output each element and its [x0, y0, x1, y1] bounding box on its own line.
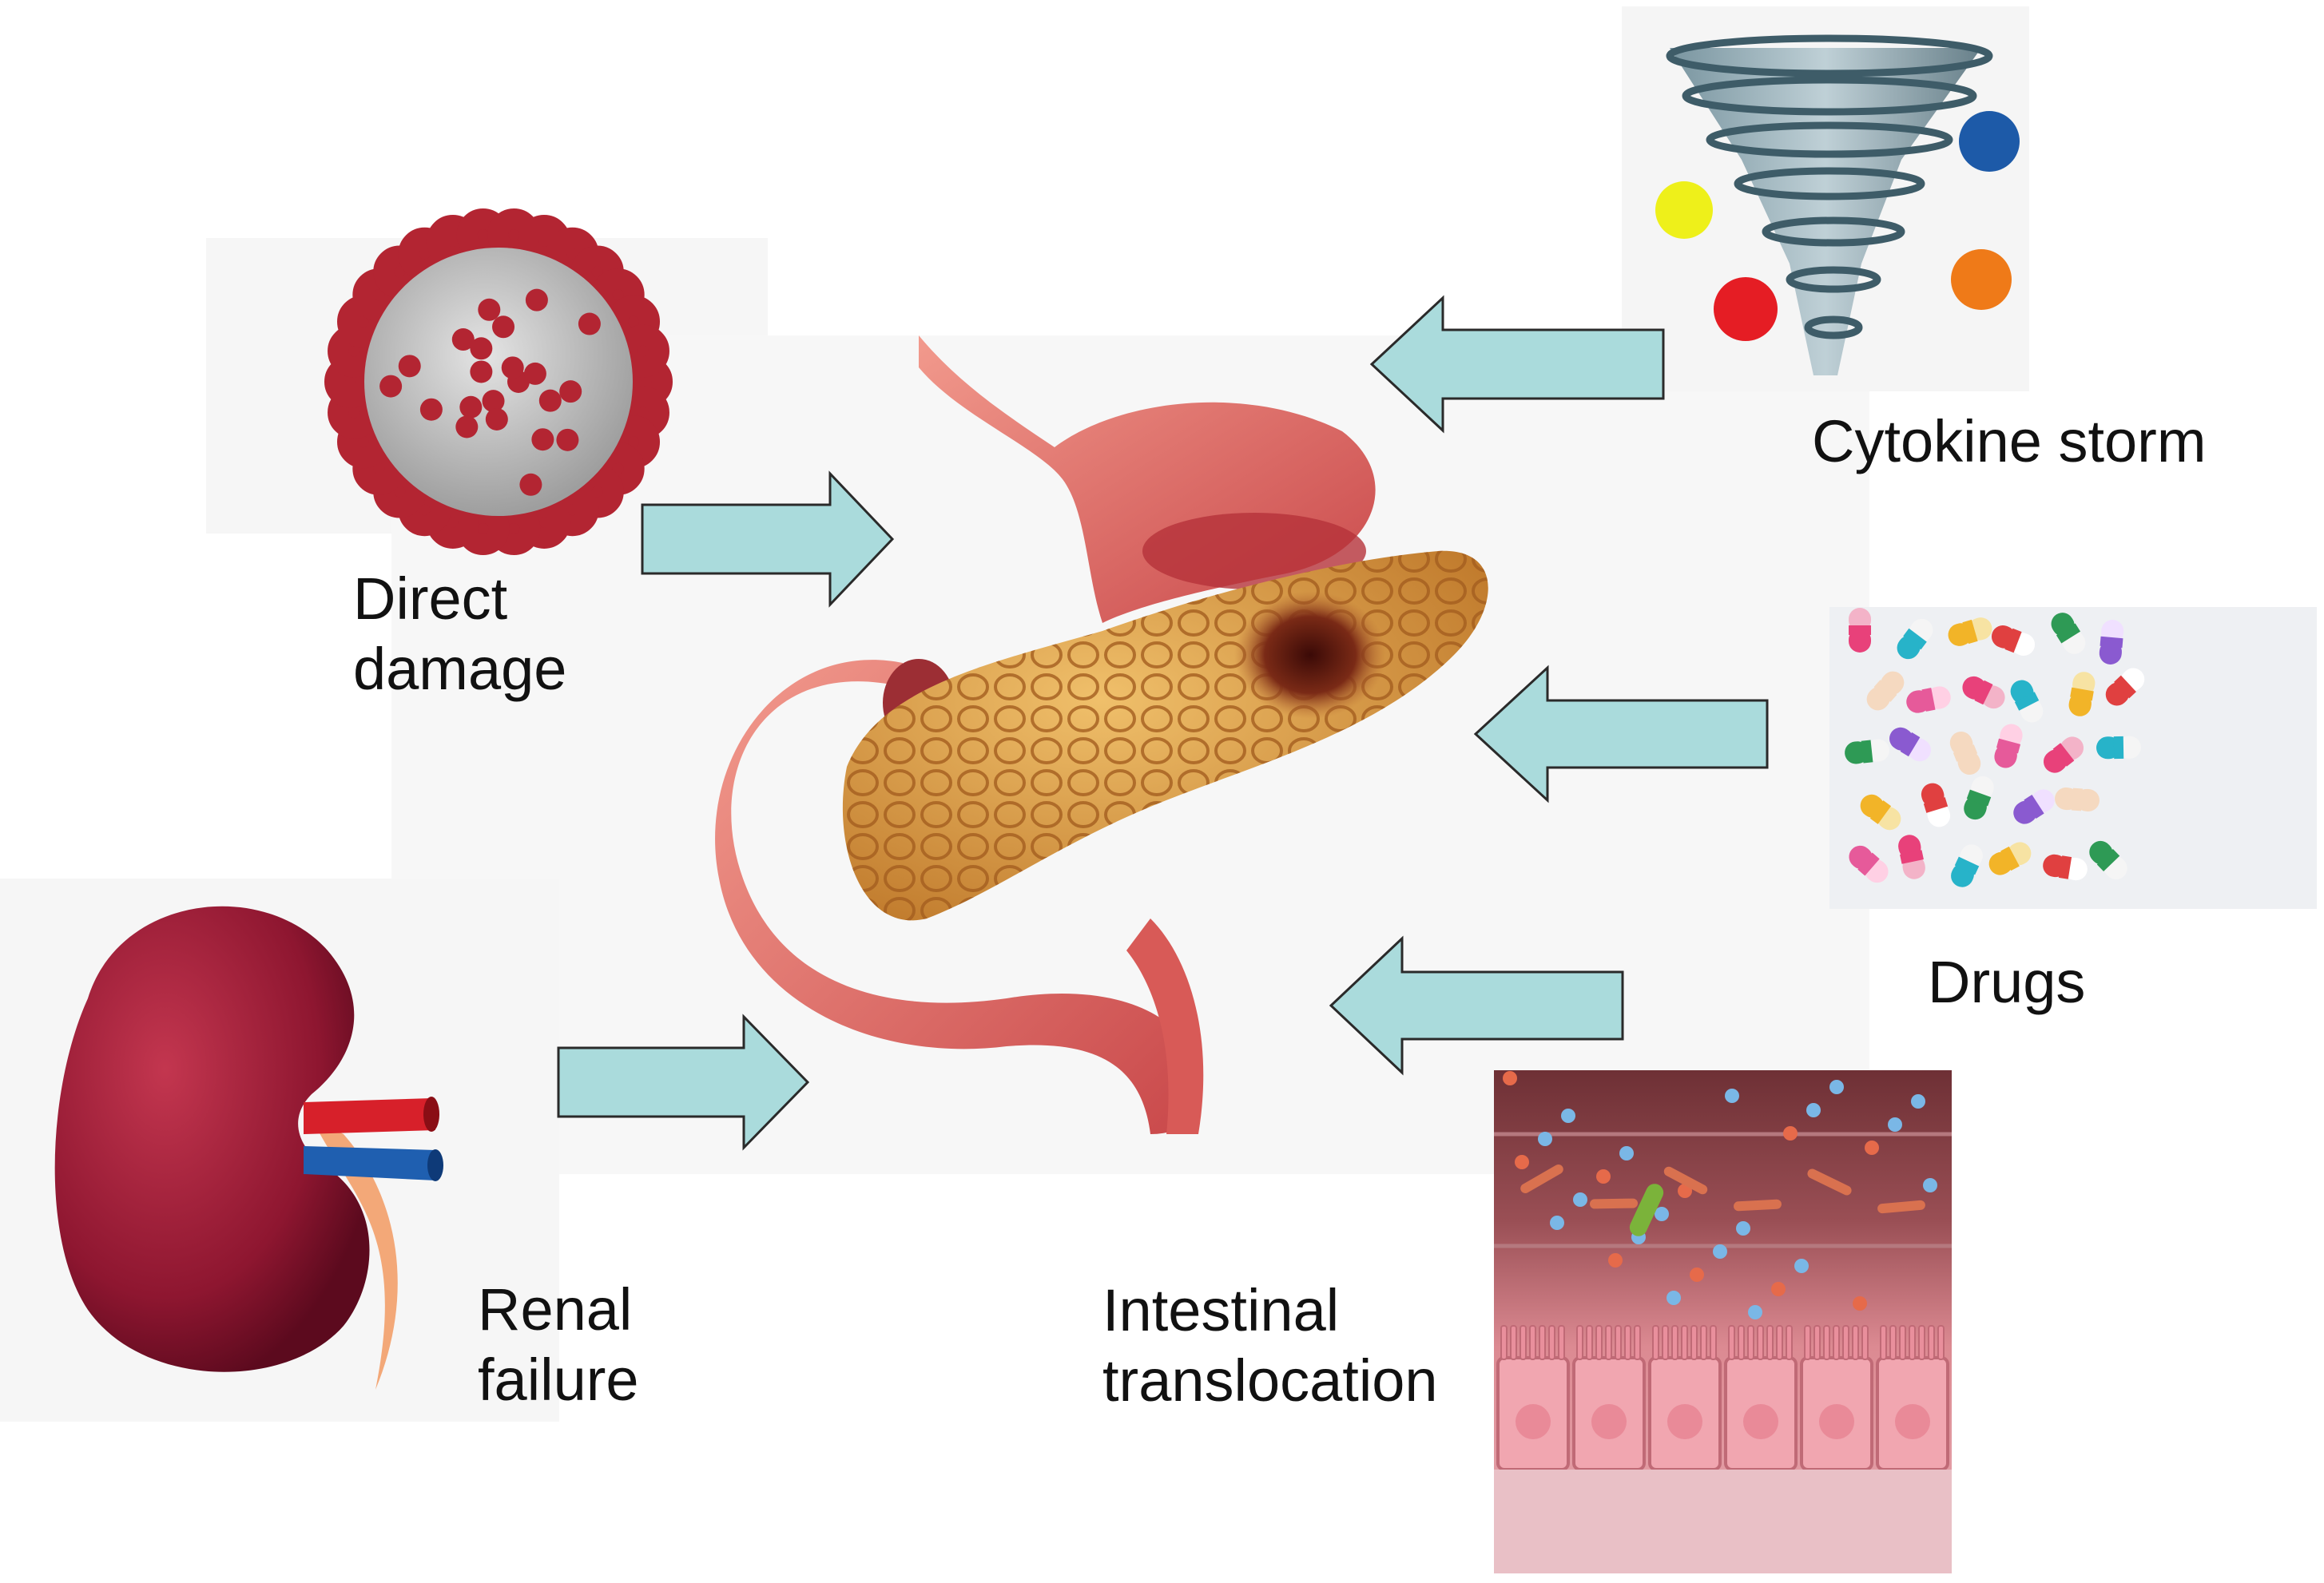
- cytokine-bubble-blue: [1959, 111, 2020, 172]
- label-renal-failure: Renal failure: [478, 1275, 639, 1415]
- arrow-intestinal-translocation: [1329, 935, 1624, 1076]
- intestinal-epithelium-icon: [1494, 1070, 1952, 1573]
- tornado-icon: [1655, 34, 2020, 375]
- label-drugs-line1: Drugs: [1928, 949, 2086, 1015]
- arrow-direct-damage: [641, 470, 895, 608]
- label-renal-failure-line1: Renal: [478, 1276, 633, 1343]
- label-drugs: Drugs: [1928, 947, 2085, 1018]
- pancreas-icon: [715, 335, 1488, 1134]
- label-direct-damage: Direct damage: [353, 564, 566, 704]
- label-intestinal-translocation: Intestinal translocation: [1102, 1276, 1438, 1416]
- label-intestinal-translocation-line2: translocation: [1102, 1347, 1438, 1414]
- coronavirus-icon: [324, 208, 673, 555]
- necrosis-lesion: [1234, 591, 1386, 719]
- pills-icon: [1845, 608, 2145, 887]
- label-direct-damage-line2: damage: [353, 636, 567, 702]
- label-direct-damage-line1: Direct: [353, 565, 508, 632]
- kidney-icon: [54, 906, 443, 1390]
- label-intestinal-translocation-line1: Intestinal: [1102, 1277, 1340, 1343]
- label-cytokine-storm: Cytokine storm: [1812, 407, 2206, 477]
- cytokine-bubble-yellow: [1655, 181, 1713, 239]
- label-cytokine-storm-line1: Cytokine storm: [1812, 408, 2207, 474]
- cytokine-bubble-orange: [1951, 249, 2012, 310]
- cytokine-bubble-red: [1714, 277, 1778, 341]
- arrow-renal-failure: [557, 1014, 810, 1151]
- arrow-drugs: [1473, 665, 1769, 803]
- label-renal-failure-line2: failure: [478, 1347, 639, 1413]
- arrow-cytokine-storm: [1369, 295, 1665, 434]
